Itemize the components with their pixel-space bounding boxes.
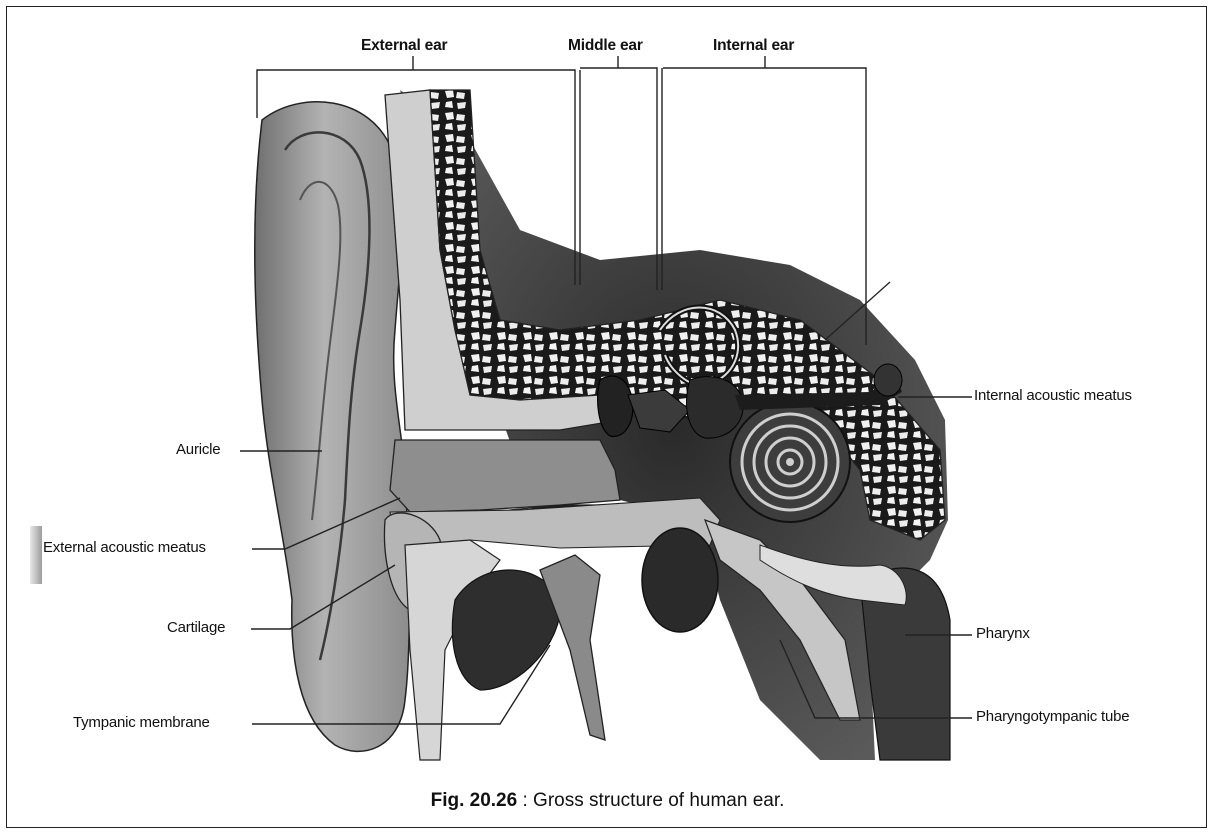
styloid-process [540, 555, 605, 740]
label-cartilage: Cartilage [167, 619, 225, 636]
caption-text: Gross structure of human ear. [533, 790, 784, 811]
label-external-ear: External ear [361, 37, 447, 55]
label-internal-ear: Internal ear [713, 37, 794, 55]
label-tympanic-membrane: Tympanic membrane [73, 714, 210, 731]
label-external-acoustic-meatus: External acoustic meatus [43, 539, 206, 556]
label-middle-ear: Middle ear [568, 37, 643, 55]
dark-mass-right [642, 528, 718, 632]
ear-canal [390, 440, 620, 512]
figure-caption: Fig. 20.26 : Gross structure of human ea… [0, 790, 1215, 812]
caption-number: Fig. 20.26 [431, 790, 518, 811]
auricle [255, 102, 409, 752]
label-auricle: Auricle [176, 441, 220, 458]
ossicles [598, 376, 633, 436]
label-pharynx: Pharynx [976, 625, 1030, 642]
caption-separator: : [517, 790, 533, 811]
label-internal-acoustic-meatus: Internal acoustic meatus [974, 387, 1132, 404]
dark-mass-left [452, 570, 560, 690]
label-pharyngotympanic-tube: Pharyngotympanic tube [976, 708, 1129, 725]
